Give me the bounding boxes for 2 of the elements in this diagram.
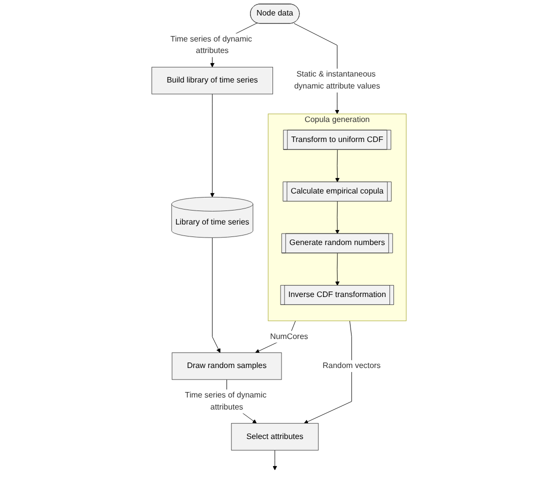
- arrow: [272, 450, 278, 470]
- arrow: [335, 201, 340, 234]
